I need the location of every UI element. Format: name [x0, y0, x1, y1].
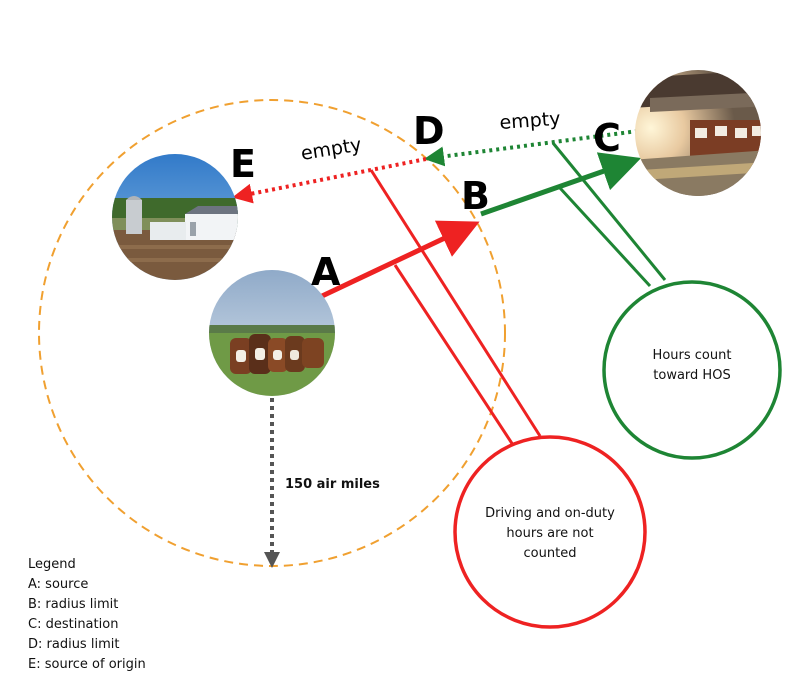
- radius-label: 150 air miles: [285, 477, 380, 492]
- arrow-a-to-b: [318, 220, 480, 300]
- point-label-b: B: [461, 174, 490, 218]
- point-label-a: A: [311, 250, 341, 294]
- legend-item: E: source of origin: [28, 657, 146, 672]
- hos-counted-line-1: Hours count: [652, 348, 732, 363]
- point-label-e: E: [230, 142, 256, 186]
- feedlot-barn-photo: [635, 70, 761, 196]
- empty-label-left: empty: [299, 134, 363, 165]
- arrow-b-to-c: [480, 152, 642, 217]
- legend-item: D: radius limit: [28, 637, 120, 652]
- legend-item: A: source: [28, 577, 89, 592]
- not-counted-text: Driving and on-duty hours are not counte…: [470, 504, 630, 564]
- hos-counted-line-2: toward HOS: [653, 368, 731, 383]
- hos-counted-callout: [602, 280, 782, 460]
- legend: Legend A: source B: radius limit C: dest…: [28, 555, 146, 675]
- not-counted-callout: [453, 435, 647, 629]
- legend-item: C: destination: [28, 617, 119, 632]
- empty-label-right: empty: [499, 108, 561, 134]
- arrow-d-to-e: [232, 157, 427, 204]
- legend-title: Legend: [28, 557, 76, 572]
- green-connector-line-2: [558, 186, 652, 288]
- not-counted-line-3: counted: [523, 546, 577, 561]
- not-counted-line-2: hours are not: [506, 526, 594, 541]
- green-connector-line-1: [551, 142, 667, 281]
- point-label-c: C: [593, 116, 621, 160]
- red-connector-line-1: [369, 169, 542, 437]
- legend-item: B: radius limit: [28, 597, 119, 612]
- not-counted-line-1: Driving and on-duty: [485, 506, 615, 521]
- point-label-d: D: [413, 109, 445, 153]
- red-connector-line-2: [393, 264, 515, 446]
- farm-photo: [112, 154, 238, 280]
- cattle-field-photo: [209, 270, 335, 396]
- hos-counted-text: Hours count toward HOS: [622, 346, 762, 386]
